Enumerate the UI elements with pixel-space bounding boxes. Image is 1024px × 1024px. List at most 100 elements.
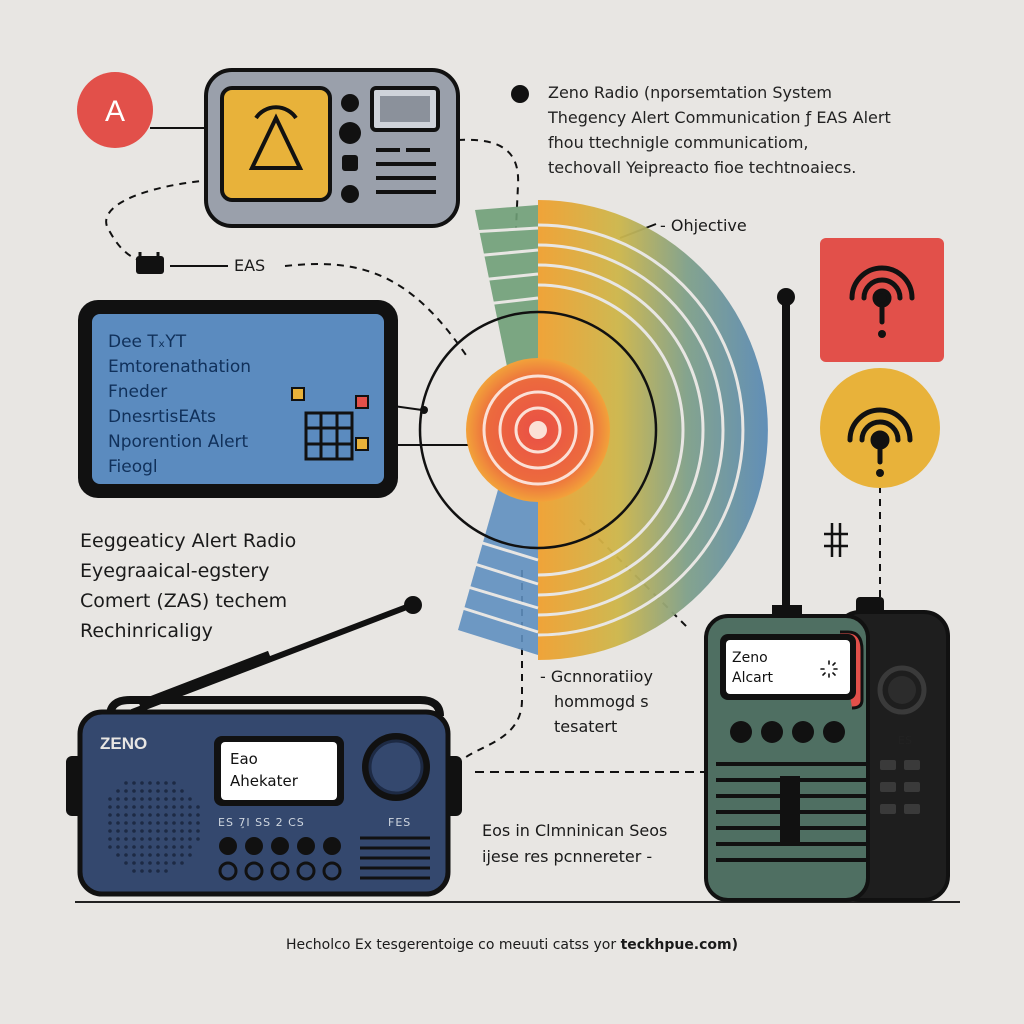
speaker-dot bbox=[172, 821, 176, 825]
speaker-dot bbox=[188, 821, 192, 825]
speaker-dot bbox=[132, 789, 136, 793]
speaker-dot bbox=[148, 821, 152, 825]
speaker-dot bbox=[140, 789, 144, 793]
speaker-dot bbox=[196, 805, 200, 809]
speaker-dot bbox=[188, 797, 192, 801]
speaker-dot bbox=[116, 789, 120, 793]
radio-buttons-row1 bbox=[219, 837, 341, 855]
mid-note-line: - Gcnnoratiioy bbox=[540, 667, 653, 686]
speaker-dot bbox=[180, 861, 184, 865]
speaker-dot bbox=[164, 805, 168, 809]
objective-label: - Ohjective bbox=[660, 216, 747, 235]
target-ring bbox=[418, 310, 658, 550]
speaker-dot bbox=[132, 781, 136, 785]
broadcast-alert-icon bbox=[849, 265, 915, 338]
tablet-line: Dee TₓYT bbox=[108, 332, 187, 352]
speaker-dot bbox=[164, 829, 168, 833]
speaker-dot bbox=[196, 837, 200, 841]
tuning-knob bbox=[368, 739, 424, 795]
speaker-dot bbox=[132, 829, 136, 833]
signal-fan bbox=[418, 200, 768, 660]
tablet-line: DnesrtisEAts bbox=[108, 407, 217, 427]
speaker-dot bbox=[116, 813, 120, 817]
walkie-talkie bbox=[704, 288, 950, 902]
speaker-dot bbox=[180, 805, 184, 809]
walkie-side-label: ES bbox=[898, 734, 912, 747]
dashed-link-eas-to-core bbox=[284, 263, 469, 359]
heading-line: Eyegraaical-egstery bbox=[80, 560, 270, 582]
speaker-dot bbox=[164, 797, 168, 801]
small-tick-icon bbox=[824, 523, 848, 557]
radio-display-line: Eao bbox=[230, 750, 258, 768]
speaker-dot bbox=[140, 853, 144, 857]
speaker-dot bbox=[108, 805, 112, 809]
speaker-dot bbox=[116, 805, 120, 809]
speaker-dot bbox=[188, 837, 192, 841]
heading-line: Eeggeaticy Alert Radio bbox=[80, 530, 297, 552]
speaker-dot bbox=[108, 813, 112, 817]
speaker-dot bbox=[180, 837, 184, 841]
mid-note: - Gcnnoratiioy hommogd s tesatert bbox=[540, 664, 653, 739]
intro-line: fhou ttechnigle communicatiom, bbox=[548, 133, 809, 152]
speaker-dot bbox=[116, 821, 120, 825]
footer-text: Hecholco Ex tesgerentoige co meuuti cats… bbox=[285, 937, 621, 953]
tablet-line: Nporention Alert bbox=[108, 432, 249, 452]
red-alert-tile bbox=[820, 238, 944, 362]
speaker-dot bbox=[156, 781, 160, 785]
speaker-dot bbox=[132, 805, 136, 809]
speaker-dot bbox=[156, 821, 160, 825]
speaker-dot bbox=[124, 821, 128, 825]
speaker-dot bbox=[172, 813, 176, 817]
knob-icon bbox=[339, 122, 361, 144]
heading-line: Comert (ZAS) techem bbox=[80, 590, 288, 612]
bottom-note-line: ijese res pcnnereter - bbox=[482, 847, 653, 866]
speaker-dot bbox=[124, 813, 128, 817]
speaker-dots bbox=[108, 781, 200, 873]
speaker-dot bbox=[132, 797, 136, 801]
tablet-screen bbox=[92, 314, 384, 484]
fan-rings bbox=[537, 223, 745, 637]
speaker-dot bbox=[108, 797, 112, 801]
radio-side-label: FES bbox=[388, 816, 412, 829]
speaker-dot bbox=[140, 861, 144, 865]
tablet-screen-text: Dee TₓYT Emtorenathation Fneder Dnesrtis… bbox=[108, 330, 251, 480]
speaker-dot bbox=[124, 781, 128, 785]
speaker-dot bbox=[156, 861, 160, 865]
speaker-dot bbox=[124, 829, 128, 833]
tablet-line: Emtorenathation bbox=[108, 357, 252, 377]
walkie-display-text: Zeno Alcart bbox=[732, 648, 773, 688]
speaker-dot bbox=[188, 805, 192, 809]
node-marker bbox=[355, 395, 369, 409]
speaker-dot bbox=[124, 845, 128, 849]
speaker-dot bbox=[188, 813, 192, 817]
speaker-dot bbox=[164, 837, 168, 841]
speaker-dot bbox=[116, 845, 120, 849]
speaker-dot bbox=[172, 853, 176, 857]
speaker-dot bbox=[156, 797, 160, 801]
speaker-dot bbox=[172, 781, 176, 785]
bottom-note-line: Eos in Clmninican Seos bbox=[482, 821, 668, 840]
footer-link[interactable]: teckhpue.com) bbox=[620, 937, 739, 953]
intro-line: Thegency Alert Communication ƒ EAS Alert bbox=[548, 108, 891, 127]
speaker-dot bbox=[156, 829, 160, 833]
speaker-dot bbox=[108, 821, 112, 825]
speaker-grille bbox=[376, 148, 436, 194]
speaker-dot bbox=[164, 821, 168, 825]
knob-icon bbox=[341, 94, 359, 112]
tablet-line: Fieogl bbox=[108, 457, 158, 477]
speaker-dot bbox=[116, 829, 120, 833]
speaker-dot bbox=[172, 789, 176, 793]
radio-vent-lines bbox=[360, 836, 430, 880]
speaker-dot bbox=[164, 845, 168, 849]
speaker-dot bbox=[108, 845, 112, 849]
heading-line: Rechinricaligy bbox=[80, 620, 213, 642]
speaker-dot bbox=[188, 829, 192, 833]
speaker-dot bbox=[164, 861, 168, 865]
speaker-dot bbox=[132, 869, 136, 873]
intro-line: techovall Yeipreacto fioe techtnoaiecs. bbox=[548, 158, 857, 177]
speaker-dot bbox=[124, 837, 128, 841]
speaker-dot bbox=[148, 845, 152, 849]
portable-radio bbox=[66, 596, 462, 897]
loading-spinner-icon bbox=[820, 660, 838, 678]
